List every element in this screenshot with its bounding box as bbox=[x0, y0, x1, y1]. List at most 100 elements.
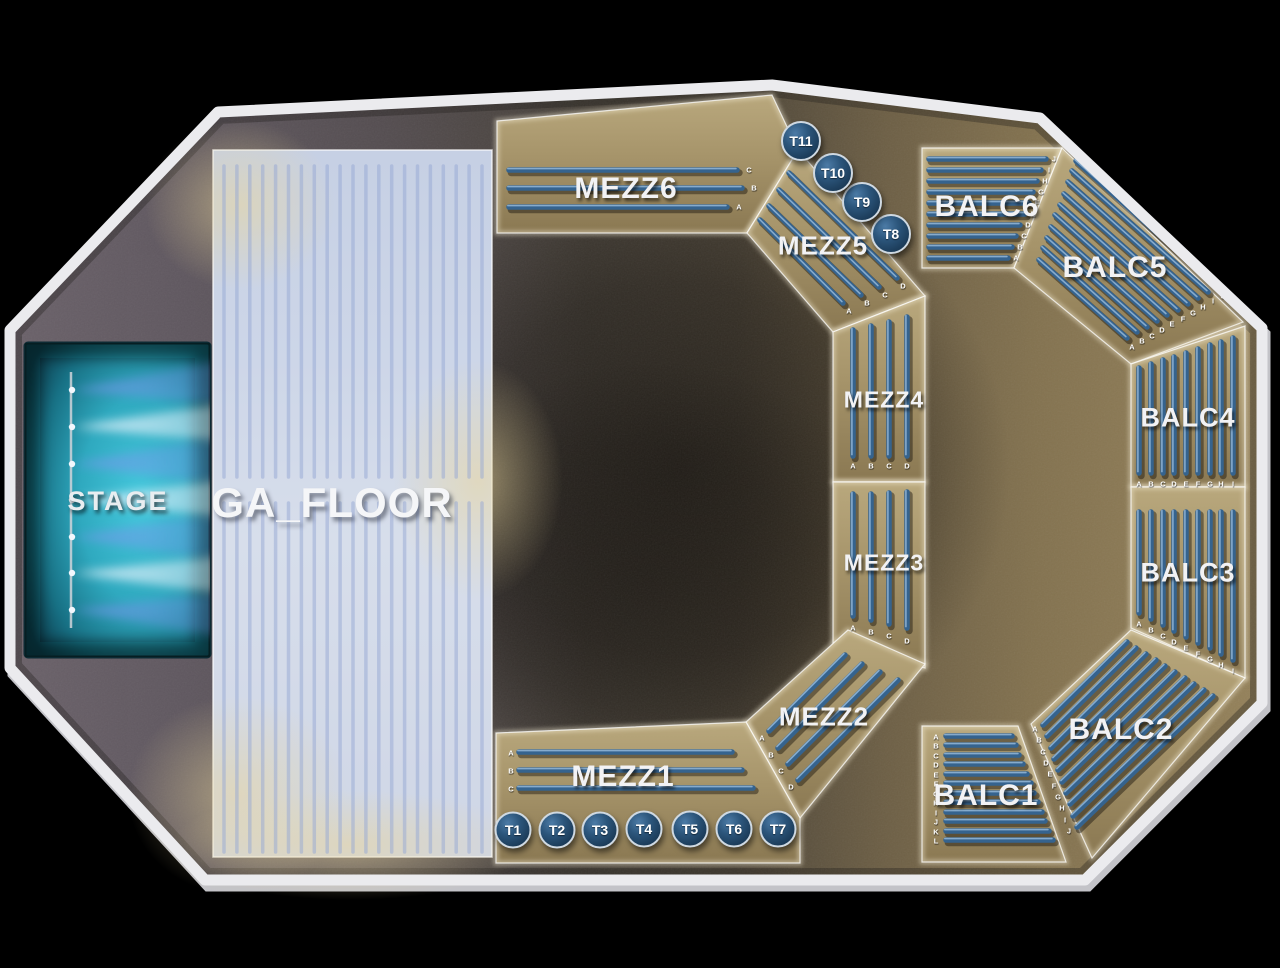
row-letter: B bbox=[1139, 337, 1145, 346]
row-letter: A bbox=[1136, 480, 1142, 489]
row-letter: K bbox=[933, 828, 939, 837]
section-label-mezz4: MEZZ4 bbox=[844, 386, 924, 412]
table-T9[interactable]: T9 bbox=[842, 182, 882, 222]
seat-row-balc2-G bbox=[1063, 675, 1188, 796]
section-mezz2[interactable] bbox=[746, 630, 925, 818]
row-letter: B bbox=[868, 628, 874, 637]
row-letter: C bbox=[886, 632, 892, 641]
table-T1[interactable]: T1 bbox=[494, 811, 532, 849]
stage-light-beams bbox=[25, 343, 210, 657]
truss-light bbox=[68, 606, 76, 614]
row-letter: C bbox=[1021, 232, 1027, 241]
table-label: T3 bbox=[592, 822, 609, 838]
row-letter: A bbox=[759, 734, 765, 743]
section-label-balc3: BALC3 bbox=[1140, 558, 1235, 588]
row-letter: E bbox=[933, 771, 938, 780]
seat-row-balc2-D bbox=[1051, 657, 1159, 762]
row-letter: E bbox=[1183, 644, 1188, 653]
row-letter: C bbox=[933, 752, 939, 761]
rows-mezz6: CB A bbox=[506, 166, 757, 214]
section-label-mezz3: MEZZ3 bbox=[844, 549, 924, 575]
row-letter: F bbox=[1196, 650, 1201, 659]
row-letter: E bbox=[1047, 770, 1052, 779]
row-letter: B bbox=[751, 184, 757, 193]
table-T11[interactable]: T11 bbox=[781, 121, 821, 161]
row-letter: L bbox=[934, 837, 939, 846]
light-beam bbox=[73, 438, 210, 484]
table-T6[interactable]: T6 bbox=[715, 810, 753, 848]
row-letter: C bbox=[746, 166, 752, 175]
row-letter: C bbox=[1149, 332, 1155, 341]
row-letter: H bbox=[1042, 177, 1047, 186]
row-letter: D bbox=[900, 282, 906, 291]
row-letter: F bbox=[1196, 480, 1201, 489]
row-letter: B bbox=[933, 742, 939, 751]
row-letter: A bbox=[1136, 620, 1142, 629]
section-label-balc5: BALC5 bbox=[1062, 251, 1167, 284]
row-letter: D bbox=[933, 761, 939, 770]
row-letter: I bbox=[935, 809, 937, 818]
row-letter: A bbox=[736, 203, 742, 212]
section-label-balc2: BALC2 bbox=[1068, 713, 1173, 746]
row-letter: G bbox=[1207, 480, 1213, 489]
table-T3[interactable]: T3 bbox=[581, 811, 619, 849]
truss-light bbox=[68, 423, 76, 431]
row-letter: A bbox=[933, 733, 939, 742]
seat-row-balc2-C bbox=[1048, 651, 1149, 751]
row-letter: H bbox=[933, 799, 938, 808]
seat-row-balc2-J bbox=[1074, 693, 1216, 830]
table-label: T2 bbox=[549, 822, 566, 838]
row-letter: J bbox=[1052, 155, 1056, 164]
seat-row-mezz2-C bbox=[785, 669, 883, 767]
section-mezz3[interactable] bbox=[833, 482, 925, 668]
light-beam bbox=[73, 481, 210, 516]
table-T4[interactable]: T4 bbox=[625, 810, 663, 848]
row-letter: H bbox=[1200, 303, 1205, 312]
section-label-balc1: BALC1 bbox=[933, 779, 1038, 812]
table-label: T9 bbox=[854, 194, 871, 210]
section-mezz4[interactable] bbox=[833, 296, 925, 482]
row-letter: D bbox=[1043, 759, 1049, 768]
ga-floor-section[interactable]: GA_FLOOR bbox=[128, 120, 563, 900]
table-T10[interactable]: T10 bbox=[813, 153, 853, 193]
row-letter: D bbox=[1171, 638, 1177, 647]
truss-light bbox=[68, 386, 76, 394]
light-beam bbox=[73, 514, 210, 560]
row-letter: A bbox=[850, 462, 856, 471]
row-letter: G bbox=[1055, 793, 1061, 802]
table-label: T4 bbox=[636, 821, 653, 837]
table-label: T5 bbox=[682, 821, 699, 837]
row-letter: H bbox=[1218, 661, 1223, 670]
row-letter: I bbox=[1048, 166, 1050, 175]
ga-floor-label: GA_FLOOR bbox=[211, 479, 452, 526]
row-letter: B bbox=[1036, 736, 1042, 745]
row-letter: E bbox=[1030, 210, 1035, 219]
section-label-mezz5: MEZZ5 bbox=[778, 230, 868, 260]
table-label: T10 bbox=[821, 165, 845, 181]
row-letter: F bbox=[1052, 782, 1057, 791]
row-letter: D bbox=[1159, 326, 1165, 335]
section-mezz6[interactable] bbox=[497, 95, 798, 233]
table-T5[interactable]: T5 bbox=[671, 810, 709, 848]
row-letter: A bbox=[846, 307, 852, 316]
row-letter: I bbox=[1212, 297, 1214, 306]
row-letter: B bbox=[864, 299, 870, 308]
table-T7[interactable]: T7 bbox=[759, 810, 797, 848]
stage: STAGE bbox=[23, 341, 212, 659]
row-letter: G bbox=[1190, 309, 1196, 318]
table-T2[interactable]: T2 bbox=[538, 811, 576, 849]
row-letter: B bbox=[868, 462, 874, 471]
table-label: T11 bbox=[789, 133, 813, 149]
row-letter: D bbox=[1025, 221, 1031, 230]
row-letter: E bbox=[1183, 480, 1188, 489]
row-letter: C bbox=[778, 767, 784, 776]
table-T8[interactable]: T8 bbox=[871, 214, 911, 254]
seat-row-balc2-A bbox=[1040, 639, 1130, 728]
seat-row-balc2-H bbox=[1067, 681, 1197, 807]
